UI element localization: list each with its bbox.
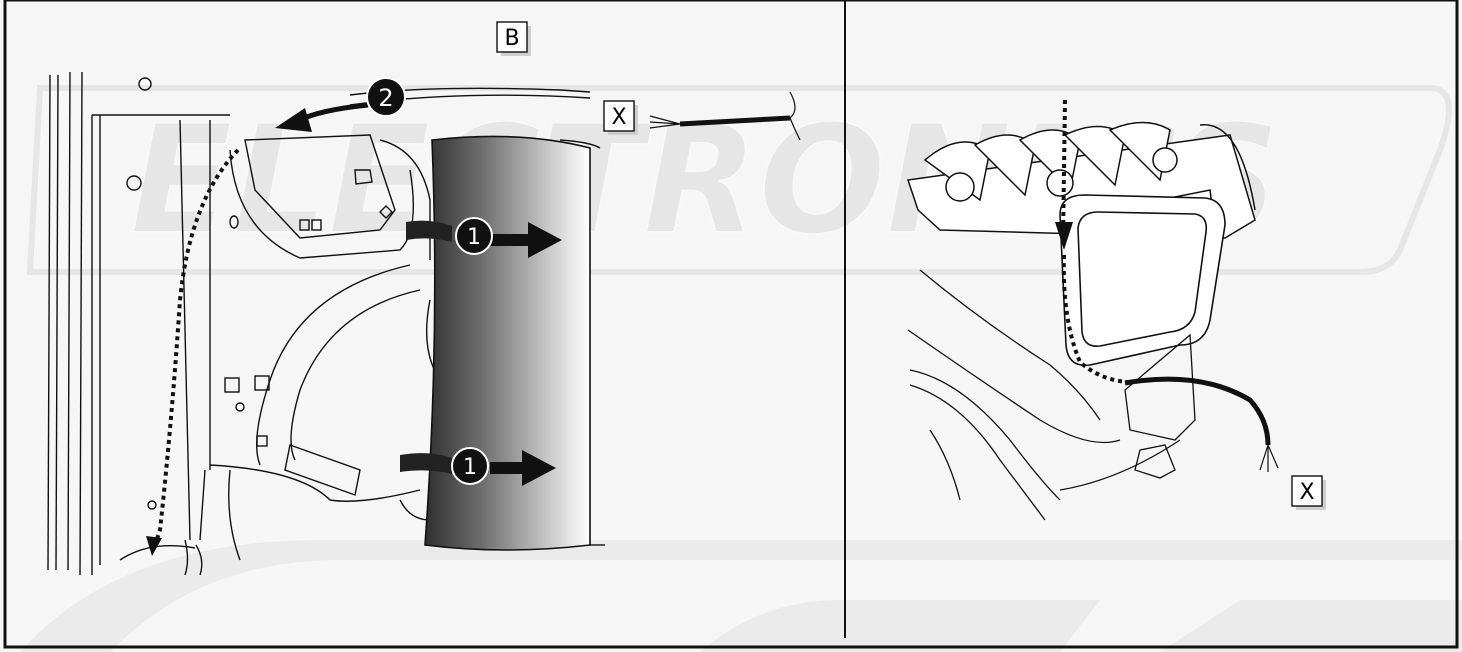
step-2-label: 2	[378, 84, 393, 112]
cable-route-arrowhead	[146, 536, 162, 556]
outer-frame	[3, 0, 1459, 649]
cable-right	[1124, 376, 1271, 446]
pull-arrow-lower: 1	[451, 447, 556, 486]
cable-route-dotted-right-curve	[1061, 254, 1129, 384]
trim-panel	[424, 135, 591, 551]
left-panel: 1 1 2 X B	[47, 21, 801, 576]
clip-tab-lower	[400, 453, 452, 474]
view-label-box	[496, 21, 528, 53]
cable-route-dotted	[152, 148, 240, 549]
route-arrow-step-2: 2	[275, 77, 406, 132]
cable-label-box-right	[1291, 475, 1323, 507]
pull-arrow-upper: 1	[455, 217, 562, 258]
cable-left	[649, 91, 801, 141]
step-1-lower-label: 1	[463, 455, 477, 480]
wheel-arch	[119, 264, 441, 576]
body-lines-right	[907, 269, 1196, 521]
cable-label-left: X	[611, 105, 626, 130]
cable-label-box-left	[603, 100, 635, 132]
bezel-frame	[1059, 194, 1226, 367]
right-panel: X	[907, 99, 1326, 521]
cable-label-right: X	[1299, 480, 1314, 505]
cable-right-wires	[1259, 444, 1279, 472]
step-1-upper-label: 1	[467, 225, 481, 250]
cable-route-arrowhead-right	[1055, 222, 1073, 250]
clip-tab-upper	[406, 220, 452, 242]
view-label: B	[504, 26, 519, 51]
body-pillar	[47, 71, 270, 576]
